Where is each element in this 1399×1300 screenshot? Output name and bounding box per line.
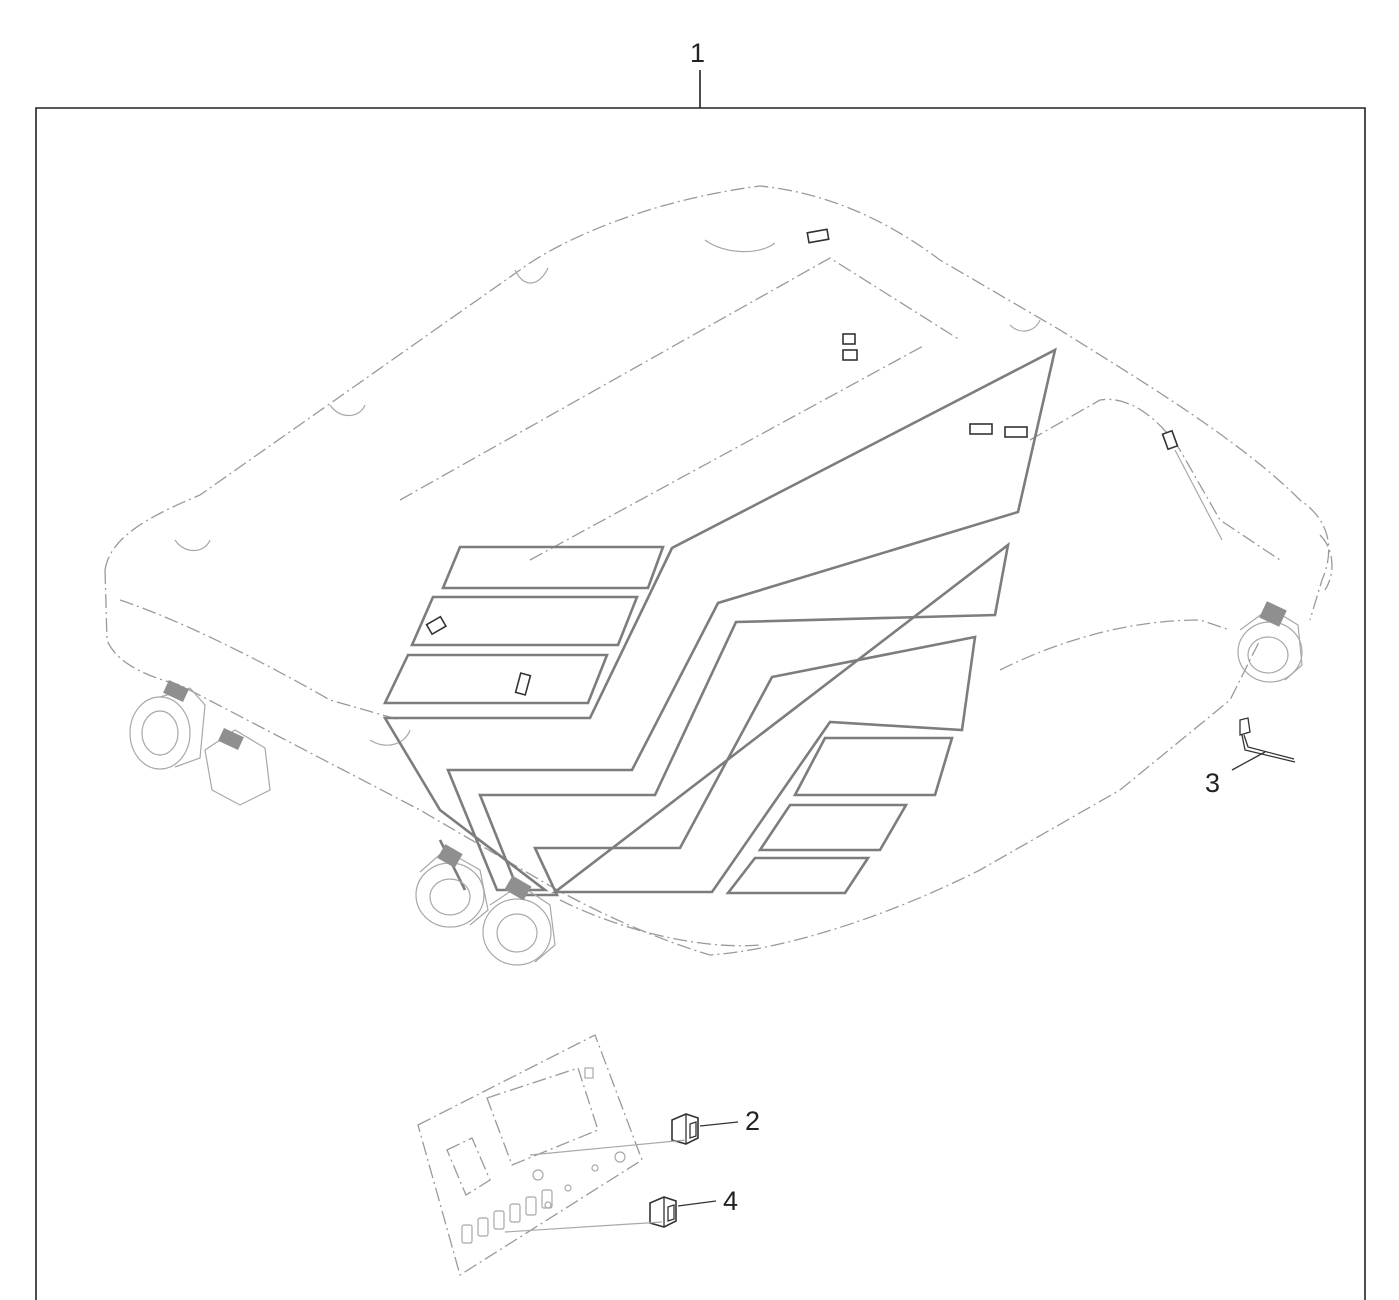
harness-panel-bottom-1 — [792, 736, 954, 797]
harness-panel-bottom-2 — [757, 803, 909, 852]
wiring-harness — [382, 347, 1057, 897]
lamp-unit-front-2 — [482, 875, 556, 966]
callout-2-label: 2 — [745, 1106, 760, 1136]
harness-panel-top-2 — [410, 595, 639, 647]
lamp-unit-left-2 — [204, 728, 271, 806]
part-2-switch — [671, 1113, 699, 1145]
lamp-unit-front-1 — [415, 844, 489, 928]
part-3-bracket — [1239, 717, 1296, 763]
harness-panel-top-3 — [382, 653, 609, 705]
callout-3-leader — [1231, 751, 1266, 771]
cab-roof-ghost-outline — [104, 185, 1333, 956]
callout-4-label: 4 — [723, 1186, 738, 1216]
harness-panel-bottom-3 — [725, 856, 871, 895]
harness-panel-top-1 — [441, 545, 665, 590]
lamp-unit-left-1 — [129, 680, 206, 770]
callout-4-leader — [677, 1200, 717, 1207]
harness-stripe-2 — [478, 541, 1010, 897]
callout-1-label: 1 — [690, 38, 705, 68]
callout-2-leader — [699, 1121, 739, 1127]
lamp-unit-right — [1237, 601, 1303, 683]
assembly-frame — [35, 107, 1366, 1300]
harness-connectors — [425, 228, 1223, 696]
callout-3-label: 3 — [1205, 768, 1220, 798]
control-panel-plate — [417, 1034, 643, 1277]
